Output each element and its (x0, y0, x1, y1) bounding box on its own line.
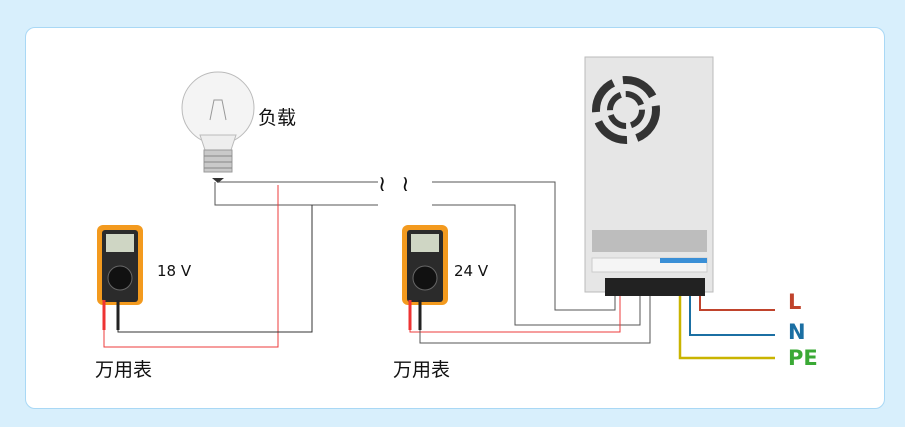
terminal-PE-label: PE (788, 346, 818, 370)
power-supply-icon (584, 56, 714, 296)
meter1-black-lead (117, 205, 313, 333)
wire-N (689, 290, 775, 336)
load-wires (214, 181, 641, 326)
multimeter-2-icon (402, 225, 448, 330)
multimeter-1-icon (97, 225, 143, 330)
terminal-L-label: L (788, 290, 802, 314)
meter1-red-lead (103, 185, 279, 348)
meter1-label: 万用表 (95, 359, 153, 381)
wire-PE (678, 290, 775, 360)
wire-L (699, 290, 775, 311)
light-bulb-icon (181, 71, 255, 183)
wire-break-symbol: ≀ ≀ (378, 172, 414, 197)
terminal-N-label: N (788, 320, 806, 344)
meter2-reading: 24 V (454, 262, 489, 280)
diagram-card (25, 27, 885, 409)
meter2-black-lead (419, 290, 651, 344)
load-label: 负载 (258, 107, 297, 129)
meter2-label: 万用表 (393, 359, 451, 381)
meter1-reading: 18 V (157, 262, 192, 280)
